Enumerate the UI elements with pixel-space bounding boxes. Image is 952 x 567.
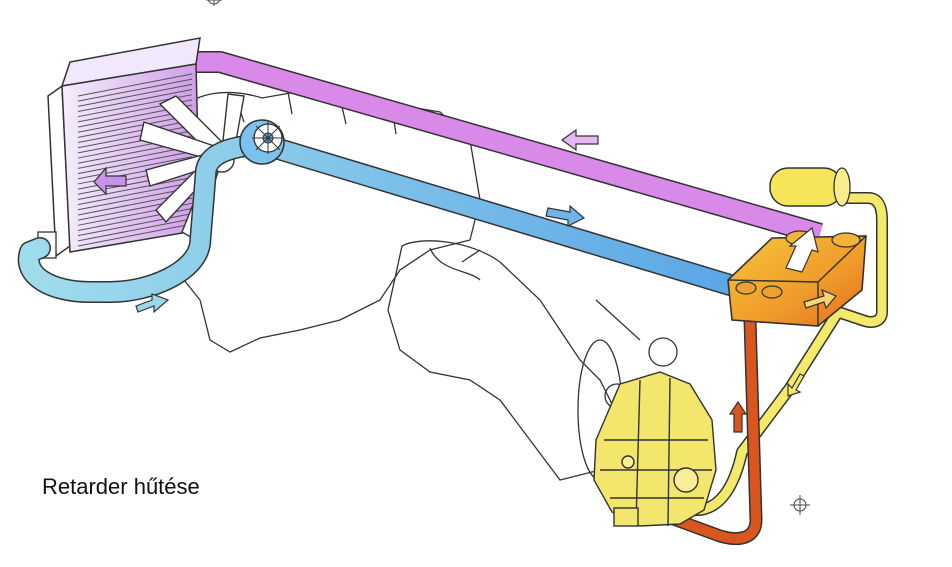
crosshair-icon xyxy=(206,0,222,6)
radiator-fin xyxy=(77,114,193,138)
radiator-fin xyxy=(77,156,193,180)
radiator-fin xyxy=(77,83,193,107)
radiator-fin xyxy=(77,218,193,242)
radiator-fin xyxy=(77,125,193,149)
radiator-fin xyxy=(77,145,193,169)
radiator-fin xyxy=(77,120,193,144)
hot-coolant-return-line xyxy=(196,51,824,245)
radiator-fin xyxy=(77,223,193,247)
flow-arrows xyxy=(93,128,837,433)
radiator-fin xyxy=(77,151,193,175)
radiator-fin xyxy=(77,89,193,113)
arrow-icon xyxy=(93,166,127,196)
radiator-fin xyxy=(77,73,193,97)
heat-exchanger-icon xyxy=(727,230,867,327)
hot-oil-line xyxy=(657,319,763,546)
arrow-icon xyxy=(135,293,170,314)
radiator-fin xyxy=(77,213,193,237)
radiator-fin xyxy=(77,187,193,211)
arrow-icon xyxy=(728,400,748,433)
arrow-icon xyxy=(787,373,805,397)
arrow-icon xyxy=(545,204,586,227)
radiator-fin xyxy=(77,78,193,102)
arrow-icon xyxy=(785,226,819,273)
pump-icon xyxy=(239,119,285,165)
radiator-fin xyxy=(77,176,193,200)
cool-coolant-supply-line xyxy=(17,133,751,303)
radiator-fin xyxy=(77,182,193,206)
arrow-icon xyxy=(803,288,837,310)
retarder-icon xyxy=(593,371,717,527)
tank-icon xyxy=(769,167,851,207)
oil-return-line xyxy=(650,192,888,516)
arrow-icon xyxy=(560,128,599,152)
crosshair-icon xyxy=(790,495,810,515)
diagram-caption: Retarder hűtése xyxy=(42,474,200,499)
